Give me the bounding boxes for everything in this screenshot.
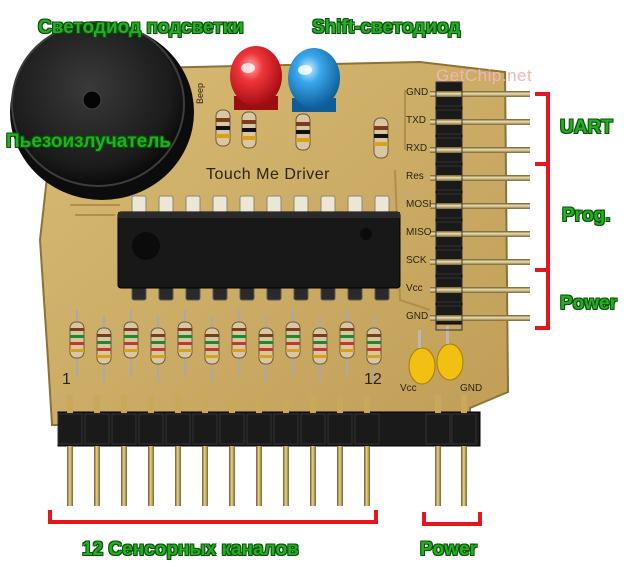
header-pin-stub (229, 395, 235, 413)
header-pin-stub (175, 395, 181, 413)
channel-resistor (69, 310, 85, 376)
channel-resistor (150, 316, 166, 382)
header-pin (94, 446, 100, 506)
bracket-prog (535, 162, 550, 272)
header-pin (364, 446, 370, 506)
channel-resistor (339, 310, 355, 376)
piezo-buzzer (10, 21, 194, 200)
ic-pin-top (131, 195, 147, 215)
header-pin-stub (435, 395, 441, 413)
channel-resistor (123, 310, 139, 376)
callout-shift-led: Shift-светодиод (312, 17, 461, 38)
header-pin (430, 119, 530, 125)
channel-resistor (96, 316, 112, 382)
header-pin (148, 446, 154, 506)
ic-pin-top (212, 195, 228, 215)
header-pin-label: GND (406, 87, 429, 98)
beep-label: Beep (195, 82, 205, 104)
header-pin-stub (310, 395, 316, 413)
header-pin (430, 287, 530, 293)
callout-power-bottom: Power (420, 539, 478, 560)
ic-pin-top (347, 195, 363, 215)
watermark: GetChip.net (436, 66, 533, 85)
channel-12-label: 12 (364, 371, 382, 388)
ic-pin-top (239, 195, 255, 215)
channel-resistor (312, 316, 328, 382)
callout-touch-channels: 12 Сенсорных каналов (82, 539, 299, 560)
header-pin (337, 446, 343, 506)
ic-pin-top (293, 195, 309, 215)
header-pin (229, 446, 235, 506)
callout-power-right: Power (560, 293, 618, 314)
callout-prog: Prog. (562, 205, 611, 226)
annotation-brackets (48, 92, 550, 526)
header-pin (310, 446, 316, 506)
channel-resistor (366, 316, 382, 382)
header-pin-label: Res (406, 171, 424, 182)
header-pin-label: SCK (406, 255, 427, 266)
channel-resistor (177, 310, 193, 376)
callout-uart: UART (560, 117, 613, 138)
header-pin-label: Vcc (406, 283, 423, 294)
led-shift-blue (288, 48, 340, 112)
header-pin (430, 203, 530, 209)
header-pin-label: GND (406, 311, 429, 322)
header-pin-stub (121, 395, 127, 413)
header-pin-label: TXD (406, 115, 426, 126)
microcontroller-ic (117, 195, 401, 301)
power-vcc-label: Vcc (400, 383, 417, 394)
header-pin-label: RXD (406, 143, 428, 154)
header-pin-stub (364, 395, 370, 413)
bracket-power-bottom (422, 512, 482, 526)
channel-resistor (204, 316, 220, 382)
channel-1-label: 1 (62, 371, 71, 388)
header-pin (430, 91, 530, 97)
capacitors (408, 326, 464, 385)
header-pin (430, 315, 530, 321)
header-pin-stub (337, 395, 343, 413)
ic-pin-top (158, 195, 174, 215)
header-pin (175, 446, 181, 506)
header-pin-label: MISO (406, 227, 432, 238)
header-pin-stub (148, 395, 154, 413)
header-pin (430, 231, 530, 237)
board-title: Touch Me Driver (206, 166, 330, 183)
ic-pin-top (266, 195, 282, 215)
header-pin (435, 446, 441, 506)
callout-backlight-led: Светодиод подсветки (38, 17, 244, 38)
ic-pin-top (374, 195, 390, 215)
header-pin (461, 446, 467, 506)
header-pin-stub (461, 395, 467, 413)
ic-pin-top (185, 195, 201, 215)
header-pin (121, 446, 127, 506)
header-pin (430, 175, 530, 181)
channel-resistor (285, 310, 301, 376)
header-pin (202, 446, 208, 506)
header-pin (430, 147, 530, 153)
ic-pin-top (320, 195, 336, 215)
power-gnd-label: GND (460, 383, 483, 394)
bracket-power-right (535, 268, 550, 330)
right-pin-header (430, 81, 530, 331)
bracket-uart (535, 92, 550, 166)
header-pin-stub (256, 395, 262, 413)
channel-resistor (258, 316, 274, 382)
callout-piezo: Пьезоизлучатель (6, 131, 171, 152)
bracket-touch-channels (48, 510, 378, 524)
header-pin (256, 446, 262, 506)
channel-resistor (231, 310, 247, 376)
header-pin-label: MOSI (406, 199, 432, 210)
header-pin-stub (283, 395, 289, 413)
resistor-row (69, 310, 382, 382)
header-pin (283, 446, 289, 506)
header-pin-stub (67, 395, 73, 413)
bottom-pin-header (57, 395, 481, 506)
led-backlight-red (230, 46, 282, 110)
top-resistors (215, 109, 389, 159)
header-pin-stub (94, 395, 100, 413)
header-pin (67, 446, 73, 506)
header-pin-stub (202, 395, 208, 413)
header-pin (430, 259, 530, 265)
